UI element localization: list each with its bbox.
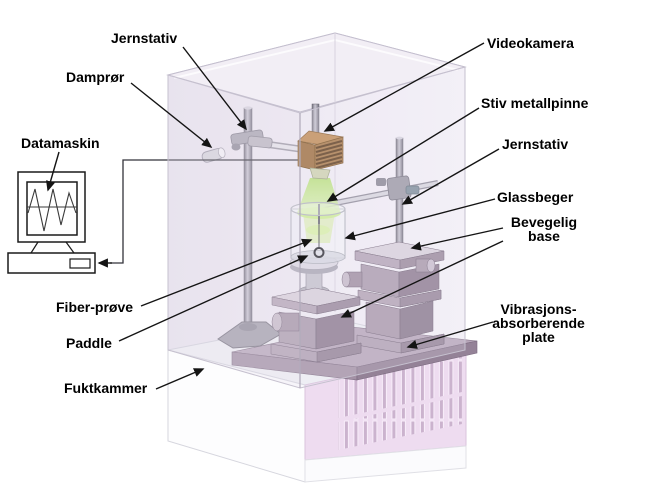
- label-paddle: Paddle: [66, 335, 112, 351]
- arrow-datamaskin: [46, 151, 60, 192]
- camera-support-clamp: [230, 129, 301, 153]
- steam-pipe: [201, 147, 226, 163]
- label-dampror: Damprør: [66, 69, 125, 85]
- signal-wire: [97, 159, 299, 268]
- label-jernstativ-top: Jernstativ: [111, 30, 178, 46]
- camera-fins: [315, 139, 343, 170]
- vent-slots-row1: [338, 354, 462, 418]
- video-camera: [297, 103, 344, 180]
- arrow-dampror: [130, 82, 213, 148]
- arrow-jernstativ-top: [182, 46, 247, 131]
- movable-base-left: [270, 287, 362, 363]
- label-jernstativ-right: Jernstativ: [502, 136, 569, 152]
- label-vibrasjons-plate: Vibrasjons- absorberende plate: [492, 301, 585, 345]
- arrow-vibrasjons-plate: [406, 321, 494, 349]
- beaker-rim: [290, 201, 346, 217]
- label-arrows: [46, 42, 504, 390]
- arrow-paddle: [118, 255, 309, 342]
- vent-slots-row2: [338, 396, 462, 450]
- cabinet-lower-strip: [304, 445, 467, 483]
- label-fiber-prove: Fiber-prøve: [56, 299, 134, 315]
- metal-pin-holder: [319, 175, 439, 209]
- chamber-glass-front: [167, 66, 466, 389]
- arrow-bevegelig-base-right: [410, 227, 504, 251]
- arrow-stiv-metallpinne: [326, 107, 480, 202]
- label-datamaskin: Datamaskin: [21, 135, 100, 151]
- arrow-fuktkammer: [155, 368, 205, 390]
- arrow-bevegelig-base-left: [340, 240, 504, 318]
- paddle-ring: [313, 247, 325, 258]
- arrow-jernstativ-right: [401, 148, 500, 205]
- label-bevegelig-base: Bevegelig base: [510, 214, 578, 244]
- label-fuktkammer: Fuktkammer: [64, 380, 148, 396]
- light-beam-upper: [297, 178, 341, 213]
- camera-lens-snout: [309, 167, 331, 180]
- label-glassbeger: Glassbeger: [497, 189, 574, 205]
- arrow-videokamera: [323, 42, 485, 132]
- arrow-fiber-prove: [140, 238, 313, 307]
- label-videokamera: Videokamera: [487, 35, 574, 51]
- drive-slot: [69, 258, 91, 269]
- movable-base-right: [341, 241, 445, 354]
- label-stiv-metallpinne: Stiv metallpinne: [481, 95, 589, 111]
- arrow-glassbeger: [344, 198, 496, 241]
- computer: [7, 171, 96, 274]
